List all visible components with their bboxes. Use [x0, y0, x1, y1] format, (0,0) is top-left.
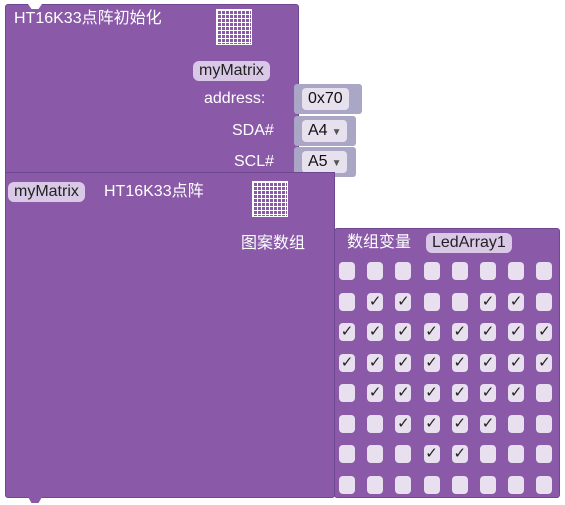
- dot-matrix-icon: [252, 181, 288, 217]
- led-checkbox[interactable]: ✓: [451, 384, 468, 402]
- led-checkbox[interactable]: ✓: [423, 323, 440, 341]
- led-checkbox[interactable]: ✓: [423, 445, 440, 463]
- led-checkbox[interactable]: [536, 262, 553, 280]
- pattern-array-label: 图案数组: [241, 235, 306, 252]
- ht16k33-draw-block[interactable]: myMatrix HT16K33点阵 图案数组: [5, 172, 335, 503]
- led-checkbox[interactable]: ✓: [339, 353, 355, 372]
- led-checkbox[interactable]: ✓: [367, 323, 384, 341]
- led-checkbox[interactable]: [367, 445, 384, 463]
- block-notch: [28, 4, 42, 9]
- led-checkbox[interactable]: [536, 292, 553, 311]
- led-checkbox[interactable]: [423, 475, 440, 494]
- dropdown-arrow-icon: ▼: [331, 127, 342, 138]
- array-variable-label: 数组变量: [347, 234, 412, 251]
- led-checkbox[interactable]: ✓: [480, 353, 496, 372]
- led-checkbox[interactable]: [339, 475, 355, 494]
- led-checkbox[interactable]: [480, 262, 496, 280]
- led-checkbox[interactable]: [480, 475, 496, 494]
- led-checkbox[interactable]: [508, 414, 525, 433]
- dot-matrix-icon: [216, 9, 252, 45]
- sda-dropdown[interactable]: A4▼: [302, 120, 348, 142]
- led-checkbox[interactable]: ✓: [508, 323, 525, 341]
- dropdown-arrow-icon: ▼: [331, 158, 342, 169]
- led-checkbox[interactable]: ✓: [451, 353, 468, 372]
- address-value-block[interactable]: 0x70: [294, 84, 362, 114]
- ht16k33-init-block[interactable]: HT16K33点阵初始化 myMatrix address: SDA# SCL#: [5, 4, 299, 174]
- led-checkbox[interactable]: ✓: [395, 353, 412, 372]
- led-checkbox[interactable]: [339, 262, 355, 280]
- led-checkbox[interactable]: ✓: [451, 414, 468, 433]
- address-label: address:: [204, 90, 266, 107]
- led-checkbox[interactable]: ✓: [451, 323, 468, 341]
- led-checkbox[interactable]: ✓: [339, 323, 355, 341]
- led-checkbox[interactable]: ✓: [508, 353, 525, 372]
- led-checkbox[interactable]: [480, 445, 496, 463]
- led-checkbox[interactable]: [367, 414, 384, 433]
- led-checkbox[interactable]: ✓: [536, 353, 553, 372]
- led-checkbox[interactable]: [367, 475, 384, 494]
- led-checkbox[interactable]: ✓: [395, 384, 412, 402]
- led-checkbox[interactable]: [339, 445, 355, 463]
- led-checkbox[interactable]: [423, 262, 440, 280]
- init-block-title: HT16K33点阵初始化: [14, 10, 162, 27]
- matrix-variable-field[interactable]: myMatrix: [193, 61, 270, 81]
- led-checkbox[interactable]: [536, 475, 553, 494]
- led-checkbox[interactable]: [339, 384, 355, 402]
- led-checkbox[interactable]: [339, 414, 355, 433]
- led-checkbox[interactable]: [451, 262, 468, 280]
- scl-label: SCL#: [234, 153, 275, 170]
- led-checkbox[interactable]: [451, 292, 468, 311]
- led-checkbox[interactable]: ✓: [480, 323, 496, 341]
- draw-block-title: HT16K33点阵: [104, 183, 204, 200]
- led-checkbox[interactable]: ✓: [451, 445, 468, 463]
- led-checkbox[interactable]: ✓: [423, 353, 440, 372]
- led-checkbox[interactable]: ✓: [536, 323, 553, 341]
- led-checkbox[interactable]: [339, 292, 355, 311]
- address-value-field[interactable]: 0x70: [302, 88, 349, 110]
- led-checkbox[interactable]: ✓: [480, 384, 496, 402]
- led-checkbox[interactable]: ✓: [423, 384, 440, 402]
- led-checkbox[interactable]: ✓: [508, 292, 525, 311]
- led-checkbox[interactable]: [536, 414, 553, 433]
- led-checkbox[interactable]: ✓: [367, 292, 384, 311]
- led-checkbox[interactable]: [508, 445, 525, 463]
- led-checkbox[interactable]: ✓: [395, 292, 412, 311]
- led-checkbox[interactable]: [395, 475, 412, 494]
- led-checkbox[interactable]: [395, 262, 412, 280]
- led-checkbox[interactable]: ✓: [367, 353, 384, 372]
- led-checkbox[interactable]: ✓: [508, 384, 525, 402]
- sda-dropdown-block[interactable]: A4▼: [294, 116, 356, 146]
- led-checkbox[interactable]: [536, 384, 553, 402]
- block-tab: [28, 497, 42, 503]
- led-checkbox[interactable]: ✓: [423, 414, 440, 433]
- led-array-variable-field[interactable]: LedArray1: [426, 233, 512, 253]
- led-checkbox[interactable]: ✓: [480, 292, 496, 311]
- scl-dropdown[interactable]: A5▼: [302, 151, 348, 173]
- led-checkbox[interactable]: [423, 292, 440, 311]
- led-checkbox[interactable]: [451, 475, 468, 494]
- draw-matrix-variable-field[interactable]: myMatrix: [8, 182, 85, 202]
- led-checkbox[interactable]: [367, 262, 384, 280]
- led-checkbox[interactable]: ✓: [395, 414, 412, 433]
- led-checkbox[interactable]: [395, 445, 412, 463]
- led-checkbox[interactable]: ✓: [480, 414, 496, 433]
- led-checkbox[interactable]: ✓: [367, 384, 384, 402]
- led-checkbox[interactable]: ✓: [395, 323, 412, 341]
- led-checkbox[interactable]: [508, 262, 525, 280]
- led-checkbox[interactable]: [508, 475, 525, 494]
- sda-label: SDA#: [232, 122, 274, 139]
- led-checkbox[interactable]: [536, 445, 553, 463]
